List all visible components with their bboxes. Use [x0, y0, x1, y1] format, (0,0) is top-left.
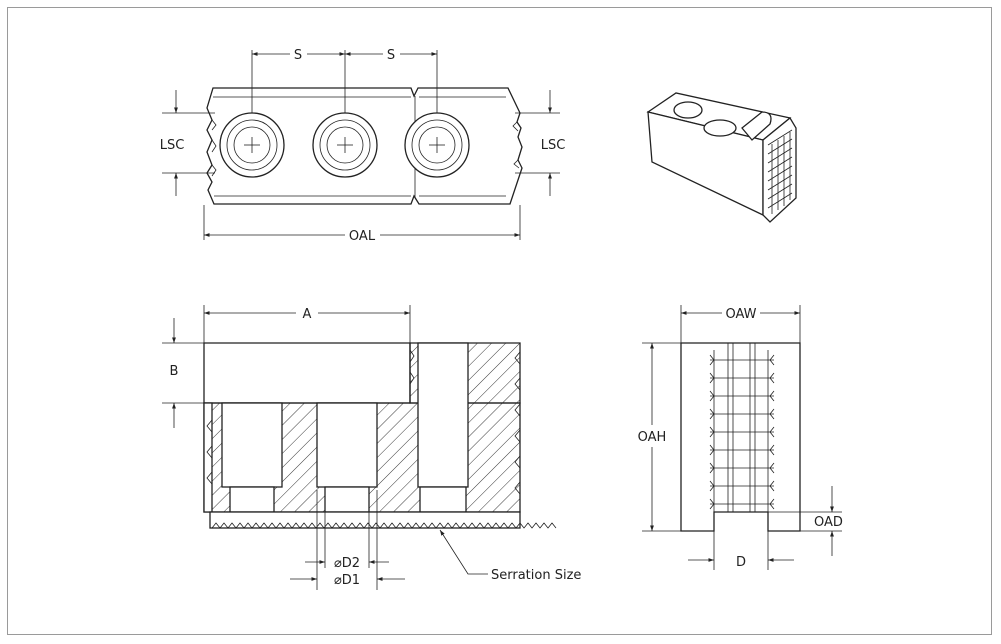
isometric-view — [646, 92, 797, 223]
d1-label: ⌀D1 — [334, 573, 360, 588]
a-label: A — [303, 307, 312, 322]
lsc-label-left: LSC — [160, 138, 185, 153]
section-view: A B ⌀D2 ⌀D1 Serration Size — [162, 305, 581, 590]
hole-1 — [219, 112, 285, 178]
top-view: S S LSC LSC OAL — [160, 48, 566, 244]
oal-label: OAL — [349, 229, 376, 244]
d2-label: ⌀D2 — [334, 556, 360, 571]
oaw-label: OAW — [725, 307, 756, 322]
serration-size-label: Serration Size — [491, 568, 581, 583]
oah-label: OAH — [638, 430, 667, 445]
d-label: D — [736, 555, 746, 570]
s-label-right: S — [387, 48, 395, 63]
lsc-label-right: LSC — [541, 138, 566, 153]
end-view: OAW OAH OAD D — [638, 305, 843, 570]
end-view-serrations — [709, 354, 775, 510]
s-label-left: S — [294, 48, 302, 63]
b-label: B — [170, 364, 179, 379]
oad-label: OAD — [814, 515, 843, 530]
hole-2 — [312, 112, 378, 178]
hole-3 — [404, 112, 470, 178]
